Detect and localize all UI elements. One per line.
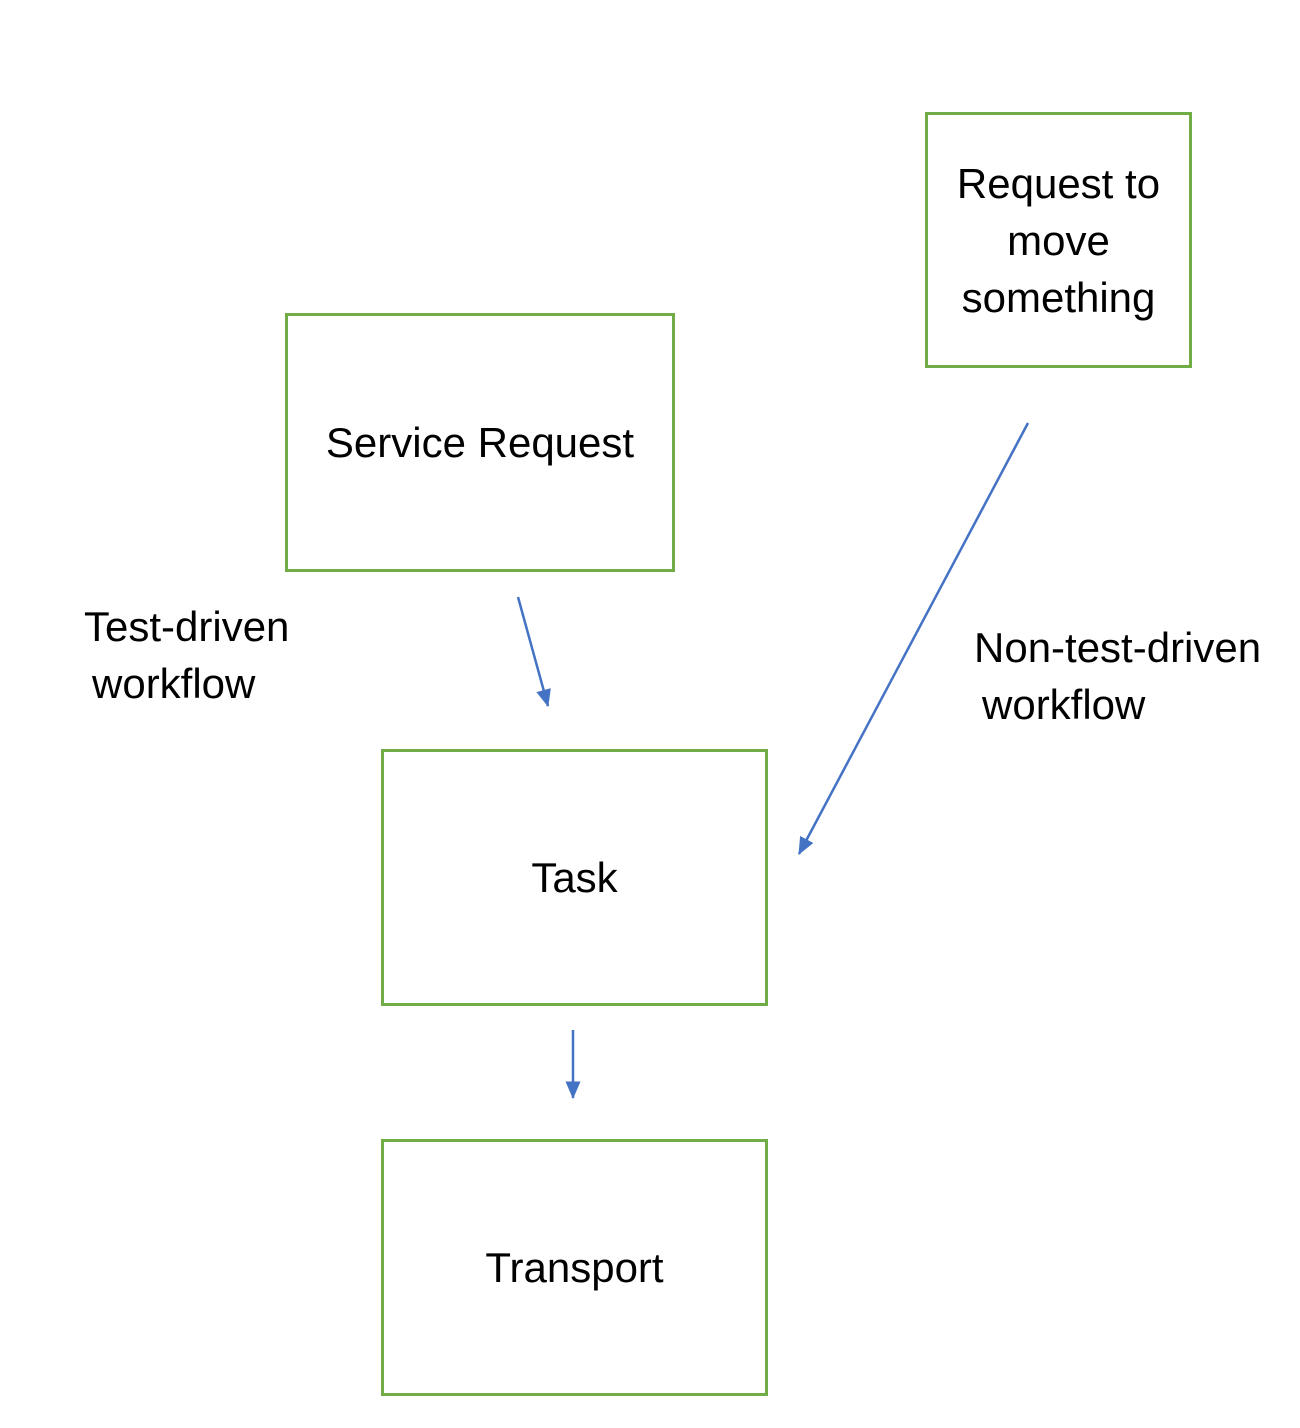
node-transport-label: Transport [485, 1244, 664, 1291]
node-request-line-3: something [961, 273, 1156, 321]
node-service-request: Service Request [285, 313, 675, 572]
node-task-label: Task [531, 854, 618, 901]
node-request-line-1: Request to [956, 159, 1161, 207]
label-test-driven-line-2: workflow [92, 660, 256, 707]
label-non-test-driven-line-1: Non-test-driven [974, 624, 1262, 671]
arrow-service-request-to-task [516, 596, 551, 707]
node-request-to-move-something: Request to move something [925, 112, 1192, 368]
label-non-test-driven-line-2: workflow [982, 681, 1146, 728]
label-test-driven-line-1: Test-driven [84, 603, 290, 650]
label-test-driven-workflow: Test-driven workflow [84, 598, 289, 712]
node-transport: Transport [381, 1139, 768, 1396]
label-non-test-driven-workflow: Non-test-driven workflow [974, 619, 1261, 733]
node-task: Task [381, 749, 768, 1006]
node-service-request-label: Service Request [325, 419, 635, 466]
node-request-line-2: move [1007, 216, 1110, 264]
